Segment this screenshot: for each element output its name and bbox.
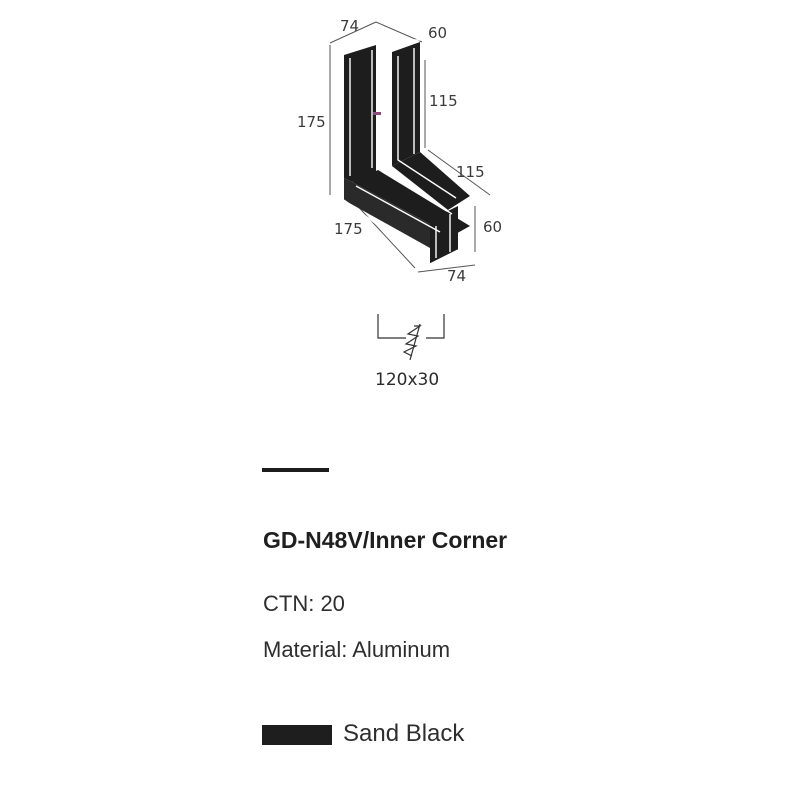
ceiling-cutout-icon	[377, 314, 445, 361]
divider-bar	[262, 468, 329, 472]
finish-label: Sand Black	[343, 720, 465, 747]
carton-quantity: CTN: 20	[263, 591, 345, 616]
dim-upper-height: 115	[429, 92, 458, 110]
inner-corner-drawing: 74 60 175 115 115 60 175 74 120x30	[297, 17, 502, 390]
dim-top-depth: 60	[428, 24, 447, 42]
material-spec: Material: Aluminum	[263, 637, 451, 662]
dim-right-height: 60	[483, 218, 502, 236]
dim-bottom-length: 175	[334, 220, 363, 238]
dim-bottom-width: 74	[447, 267, 466, 285]
technical-drawing: 74 60 175 115 115 60 175 74 120x30	[297, 17, 502, 390]
cutout-size-label: 120x30	[375, 370, 439, 390]
product-title: GD-N48V/Inner Corner	[263, 527, 508, 553]
dim-lower-length: 115	[456, 163, 485, 181]
dimension-lines	[329, 21, 491, 273]
dim-top-width: 74	[340, 17, 359, 35]
profile-body	[343, 39, 470, 265]
dim-left-height: 175	[297, 113, 326, 131]
color-swatch	[262, 725, 332, 745]
